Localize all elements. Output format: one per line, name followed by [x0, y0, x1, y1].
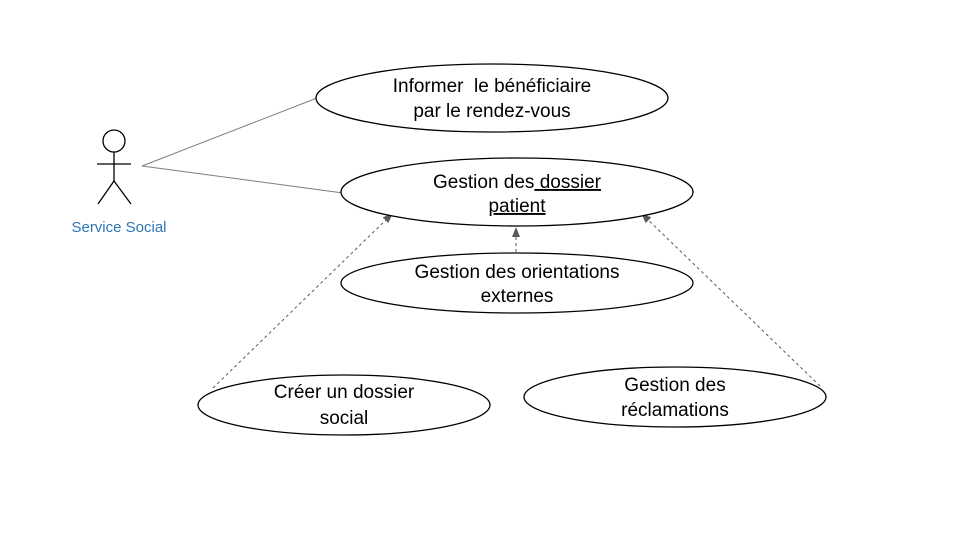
use-case-orientations-line2: externes — [481, 286, 554, 307]
actor-label: Service Social — [71, 219, 166, 236]
dependency-arrow-creer-dossier — [212, 213, 393, 389]
use-case-dossier-patient-line1: Gestion des dossier — [433, 172, 602, 193]
use-case-reclamations[interactable]: Gestion des réclamations — [523, 366, 827, 428]
use-case-informer[interactable]: Informer le bénéficiaire par le rendez-v… — [315, 63, 669, 133]
use-case-informer-line1: Informer le bénéficiaire — [393, 76, 592, 97]
use-case-informer-line2: par le rendez-vous — [413, 101, 570, 122]
use-case-creer-dossier[interactable]: Créer un dossier social — [197, 374, 491, 436]
use-case-orientations[interactable]: Gestion des orientations externes — [340, 252, 694, 314]
use-case-reclamations-line1: Gestion des — [624, 375, 725, 396]
use-case-dossier-patient-line2: patient — [488, 196, 546, 217]
stick-figure-icon — [97, 129, 132, 205]
dependency-arrow-reclamations — [641, 213, 821, 387]
actor-service-social: Service Social — [71, 129, 167, 236]
use-case-dossier-patient[interactable]: Gestion des dossier patient — [340, 157, 694, 227]
use-case-orientations-line1: Gestion des orientations — [415, 262, 620, 283]
use-case-dossier-patient-underlined-1: dossier — [534, 172, 601, 193]
use-case-dossier-patient-plain: Gestion des — [433, 172, 534, 193]
use-case-creer-dossier-line1: Créer un dossier — [274, 382, 415, 403]
association-line-informer — [141, 97, 318, 167]
use-case-creer-dossier-line2: social — [320, 408, 369, 429]
association-line-dossier-patient — [141, 165, 344, 194]
use-case-reclamations-line2: réclamations — [621, 400, 729, 421]
